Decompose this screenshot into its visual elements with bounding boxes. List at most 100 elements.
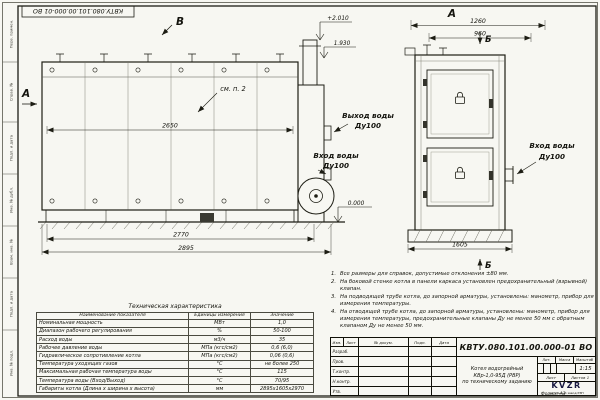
frame-column-label: Инв. № дубл. <box>9 187 14 213</box>
elevation-zero: 0.000 <box>348 201 365 207</box>
signature-header-row: Изм. Лист № докум. Подп. Дата <box>331 338 456 347</box>
spec-table: Наименование показателя Единицы измерени… <box>36 311 314 394</box>
see-note-text: см. п. 2 <box>220 85 246 93</box>
door-lock-icon <box>455 91 465 104</box>
scale-value: 1:15 <box>575 364 595 374</box>
door-handles <box>489 99 493 180</box>
frame-column-label: Подп. и дата <box>9 291 14 317</box>
dim-1605: 1605 <box>452 242 468 249</box>
format-label: Формат А3 <box>541 391 566 397</box>
outlet-water-label: Выход воды <box>342 111 394 120</box>
company-logo: KVZR <box>551 381 582 390</box>
inlet-water-label: Вход воды <box>313 151 359 160</box>
boiler-front-view: А <box>404 8 514 243</box>
scale-label: Масштаб <box>574 358 595 364</box>
company-logo-cell: KVZR котельный завод РЭП <box>538 382 595 396</box>
title-block: Изм. Лист № докум. Подп. Дата Разраб. Пр… <box>330 337 596 397</box>
section-label-b: Б <box>485 261 492 271</box>
door-hinges <box>423 79 428 198</box>
title-block-signatures: Изм. Лист № докум. Подп. Дата Разраб. Пр… <box>331 338 457 397</box>
roof-fittings <box>423 44 447 55</box>
signature-row: Н.контр. <box>331 376 456 387</box>
note-number: 2. <box>331 278 337 285</box>
note-item: 2. На боковой стенке котла в панели карк… <box>331 279 594 293</box>
frame-column-label: Перв. примен. <box>9 20 14 49</box>
panel-seams <box>84 62 258 210</box>
door-lock-icon <box>455 166 465 179</box>
side-view-dimensions: 2650 2770 2895 <box>41 123 332 255</box>
spec-row: Диапазон рабочего регулирования%50-100 <box>36 326 314 337</box>
boiler-body <box>41 61 299 211</box>
sheets-label: Листов 1 <box>565 374 595 382</box>
dimension-2770: 2770 <box>46 224 315 242</box>
doc-number: КВТУ.080.101.00.000-01 ВО <box>457 338 595 357</box>
note-number: 4. <box>331 308 337 315</box>
elevation-marks: +2.010 1.930 0.000 <box>315 16 372 223</box>
signature-row: Разраб. <box>331 347 456 357</box>
frame-column-label: Взам. инв. № <box>9 239 14 265</box>
title-block-info: Лит. Масса Масштаб 1:15 Лист Листов 1 KV… <box>538 357 595 395</box>
dimension-2650: 2650 <box>46 123 294 134</box>
dimension-1260: 1260 <box>410 18 546 30</box>
signature-row: Пров. <box>331 356 456 367</box>
base-frame <box>45 209 295 223</box>
spec-header-name: Наименование показателя <box>36 311 189 320</box>
outlet-flange <box>323 125 332 141</box>
note-text: Все размеры для справок, допустимые откл… <box>340 271 509 277</box>
dim-2650: 2650 <box>162 123 178 130</box>
note-text: На подводящей трубе котла, до запорной а… <box>340 293 594 307</box>
lit-label: Лит. <box>538 357 557 364</box>
note-number: 1. <box>331 271 337 277</box>
product-name: Котел водогрейный КВр-1,0-95Д (РВР) по т… <box>457 357 538 395</box>
spec-table-title: Техническая характеристика <box>128 303 222 310</box>
spec-table-block: Техническая характеристика Наименование … <box>36 303 314 394</box>
dimension-1605: 1605 <box>407 242 513 253</box>
section-mark-b-bottom: Б <box>477 259 492 271</box>
inlet-label-right: Вход воды Ду100 <box>516 141 575 175</box>
view-label-v: В <box>176 16 184 28</box>
see-note-callout: см. п. 2 <box>197 85 246 113</box>
view-arrow-a: А <box>21 88 37 107</box>
dimension-2895: 2895 <box>41 224 332 255</box>
spec-header-unit: Единицы измерения <box>188 311 251 320</box>
foundation <box>407 229 513 243</box>
note-text: На отводящей трубе котла, до запорной ар… <box>340 308 590 329</box>
doc-number-top-rotated: КВТУ.080.101.00.000-01 ВО <box>33 7 123 14</box>
outlet-dn-label: Ду100 <box>354 121 381 130</box>
section-label-b: Б <box>485 35 492 45</box>
signature-row: Утв. <box>331 386 456 397</box>
inlet-right-water-label: Вход воды <box>529 141 575 150</box>
anchor-bolts <box>49 67 270 204</box>
spec-header-row: Наименование показателя Единицы измерени… <box>36 311 314 320</box>
drain-box <box>200 213 214 222</box>
notes-block: 1. Все размеры для справок, допустимые о… <box>331 271 594 331</box>
elevation-top: +2.010 <box>327 16 349 22</box>
view-label-a-left: А <box>21 88 30 100</box>
frame-column-label: Справ. № <box>9 83 14 102</box>
front-body <box>414 54 506 231</box>
note-item: 1. Все размеры для справок, допустимые о… <box>331 271 594 278</box>
front-view-dimensions: 1260 960 1605 Б Б <box>407 18 546 271</box>
inlet-flange <box>323 167 332 181</box>
section-mark-b-top: Б <box>477 32 492 45</box>
top-fittings <box>56 53 284 62</box>
spec-header-value: Значение <box>250 311 314 320</box>
upper-door <box>426 69 494 139</box>
pipe-labels: Выход воды Ду100 Вход воды Ду100 <box>313 111 394 175</box>
note-item: 3. На подводящей трубе котла, до запорно… <box>331 294 594 308</box>
note-number: 3. <box>331 293 337 300</box>
inlet-right-dn-label: Ду100 <box>538 152 565 161</box>
view-title-a: А <box>447 8 456 20</box>
side-stub <box>404 47 416 56</box>
frame-column-label: Инв. № подл. <box>9 350 14 376</box>
